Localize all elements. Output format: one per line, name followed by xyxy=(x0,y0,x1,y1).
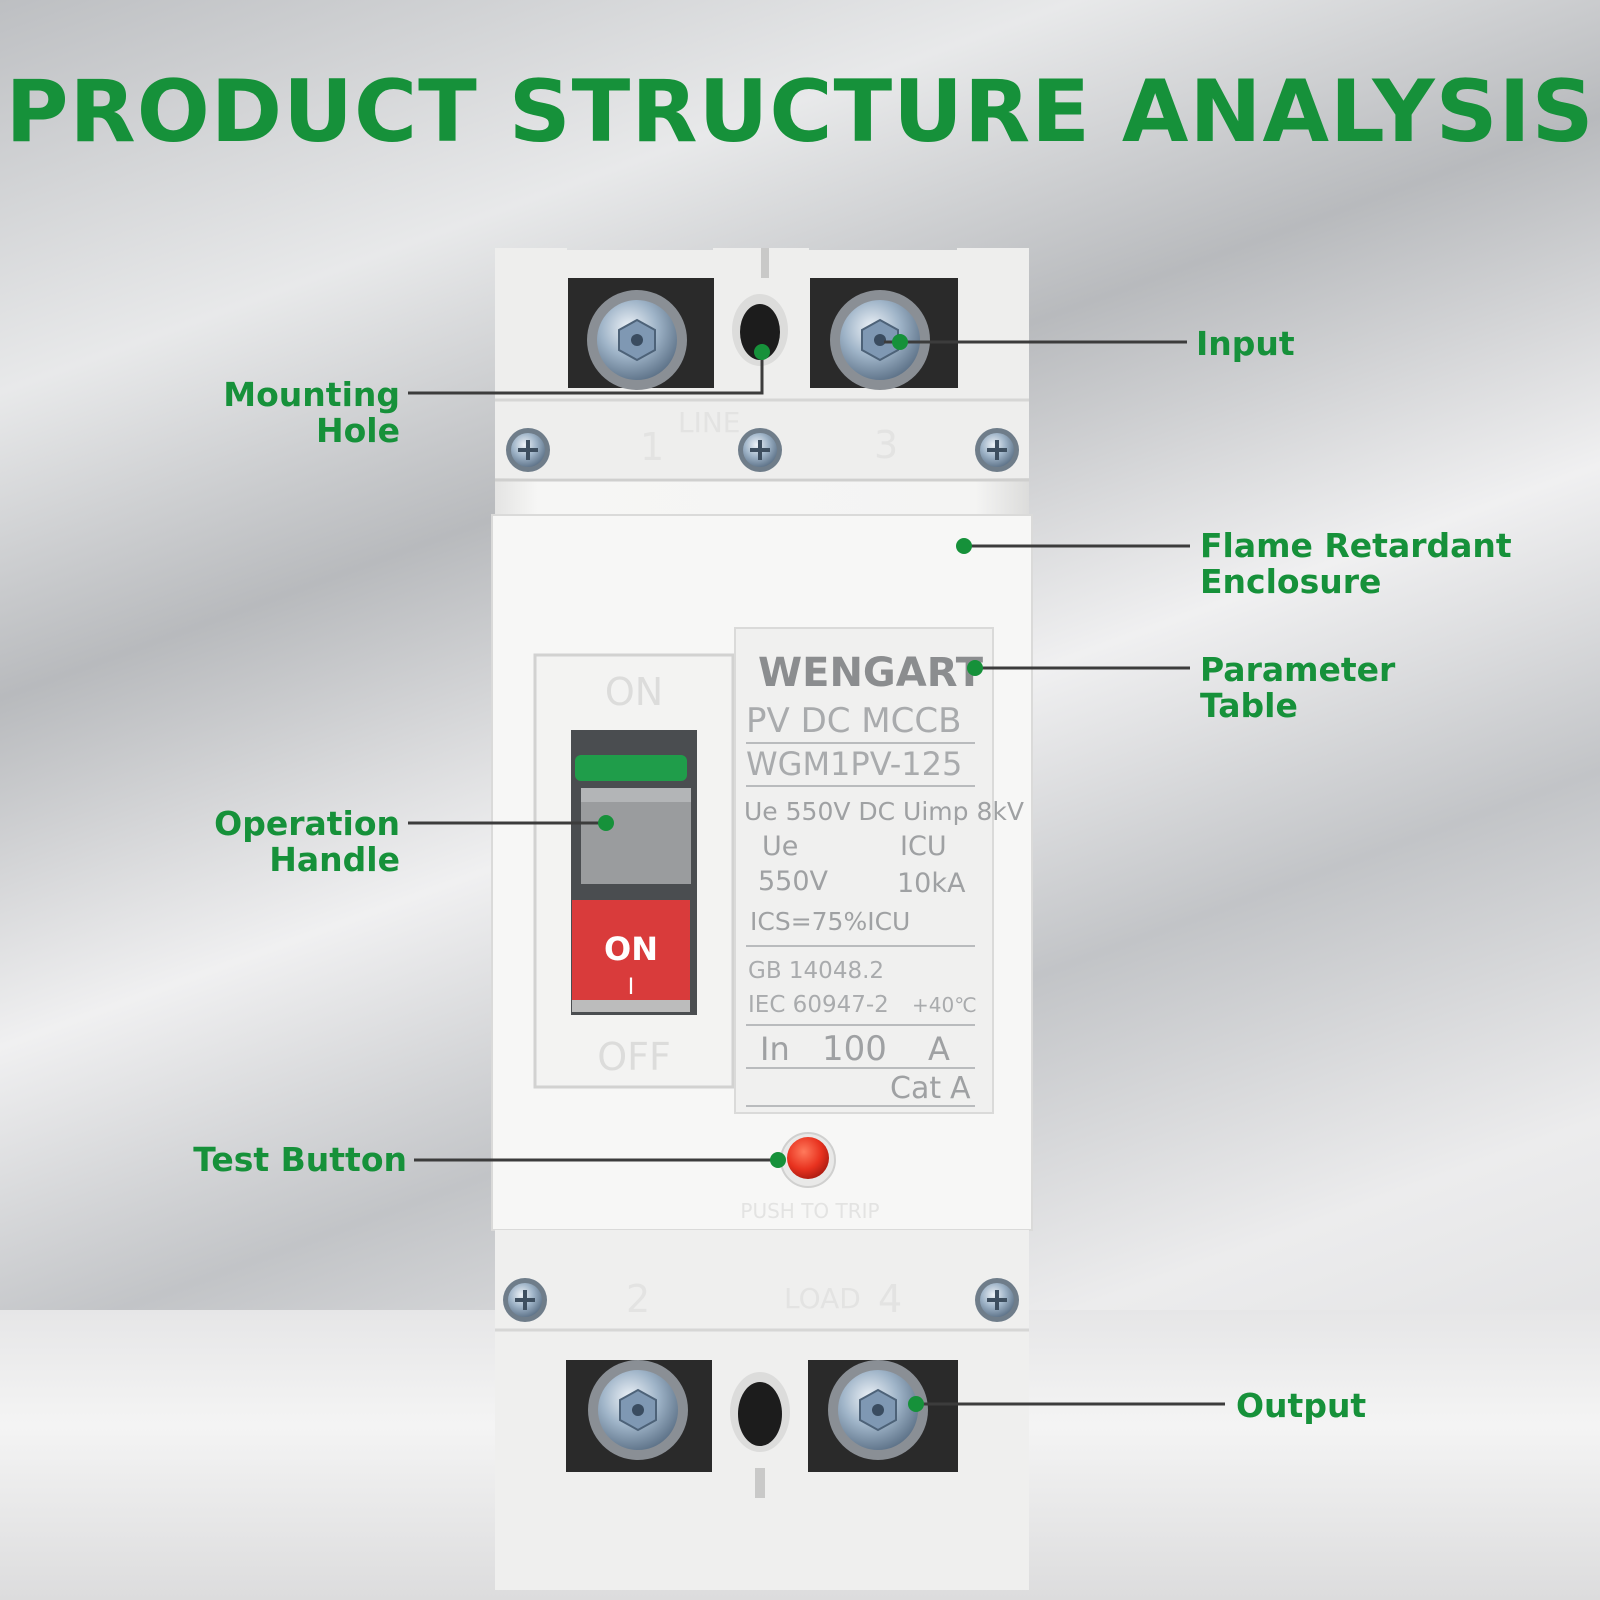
parameter-table: WENGART PV DC MCCB WGM1PV-125 Ue 550V DC… xyxy=(734,627,1024,1114)
handle-on-label: ON xyxy=(604,930,658,968)
handle-i-label: I xyxy=(628,975,635,1000)
terminal-mark-2: 2 xyxy=(626,1277,650,1321)
page-title: PRODUCT STRUCTURE ANALYSIS xyxy=(5,62,1595,162)
input-dot xyxy=(892,334,908,350)
callout-output: Output xyxy=(1236,1386,1367,1425)
terminal-mark-4: 4 xyxy=(878,1277,902,1321)
nameplate-standard-1: GB 14048.2 xyxy=(748,958,884,984)
nameplate-cat-label: Cat xyxy=(890,1071,941,1106)
output-dot xyxy=(908,1396,924,1412)
nameplate-standard-2: IEC 60947-2 xyxy=(748,992,889,1018)
nameplate-icu-label: ICU xyxy=(900,831,947,862)
nameplate-in-label: In xyxy=(760,1030,790,1068)
callout-test-button: Test Button xyxy=(193,1140,407,1179)
nameplate-icu-value: 10kA xyxy=(897,868,966,899)
output-terminals xyxy=(566,1360,958,1498)
test-button-dot xyxy=(770,1152,786,1168)
nameplate-type: PV DC MCCB xyxy=(746,701,961,741)
enclosure-dot xyxy=(956,538,972,554)
nameplate-ue-line: Ue 550V DC Uimp 8kV xyxy=(744,797,1024,826)
nameplate-ue-value: 550V xyxy=(758,866,829,897)
line-mark: LINE xyxy=(678,406,741,439)
nameplate-cat-value: A xyxy=(950,1071,971,1106)
operation-handle-dot xyxy=(598,815,614,831)
cover-screws-top xyxy=(506,428,1019,472)
nameplate-ics: ICS=75%ICU xyxy=(750,907,910,936)
switch-off-mark: OFF xyxy=(597,1035,671,1079)
mounting-hole-leader xyxy=(408,352,764,395)
switch-on-mark: ON xyxy=(605,670,663,714)
nameplate-ue-label: Ue xyxy=(762,831,798,862)
callout-enclosure: Flame Retardant Enclosure xyxy=(1200,526,1512,601)
callout-operation-handle: Operation Handle xyxy=(214,804,400,879)
callout-input: Input xyxy=(1196,324,1295,363)
nameplate-in-unit: A xyxy=(928,1030,950,1068)
terminal-mark-3: 3 xyxy=(874,423,898,467)
callout-dots xyxy=(598,334,983,1412)
push-to-trip-caption: PUSH TO TRIP xyxy=(740,1199,879,1223)
load-mark: LOAD xyxy=(784,1282,861,1315)
nameplate-brand: WENGART xyxy=(758,650,984,696)
callout-lines xyxy=(408,340,1225,1406)
operation-handle[interactable]: ON OFF ON I xyxy=(533,653,735,1089)
input-terminals xyxy=(568,278,958,390)
cover-screws-bottom xyxy=(503,1278,1019,1322)
callout-mounting-hole: Mounting Hole xyxy=(223,375,400,450)
nameplate-temperature: +40℃ xyxy=(912,993,977,1017)
mounting-hole-dot xyxy=(754,344,770,360)
parameter-table-dot xyxy=(967,660,983,676)
callout-parameter-table: Parameter Table xyxy=(1200,650,1396,725)
mounting-hole xyxy=(732,294,788,366)
terminal-mark-1: 1 xyxy=(640,425,664,469)
nameplate-model: WGM1PV-125 xyxy=(746,745,962,783)
nameplate-in-value: 100 xyxy=(822,1029,887,1069)
